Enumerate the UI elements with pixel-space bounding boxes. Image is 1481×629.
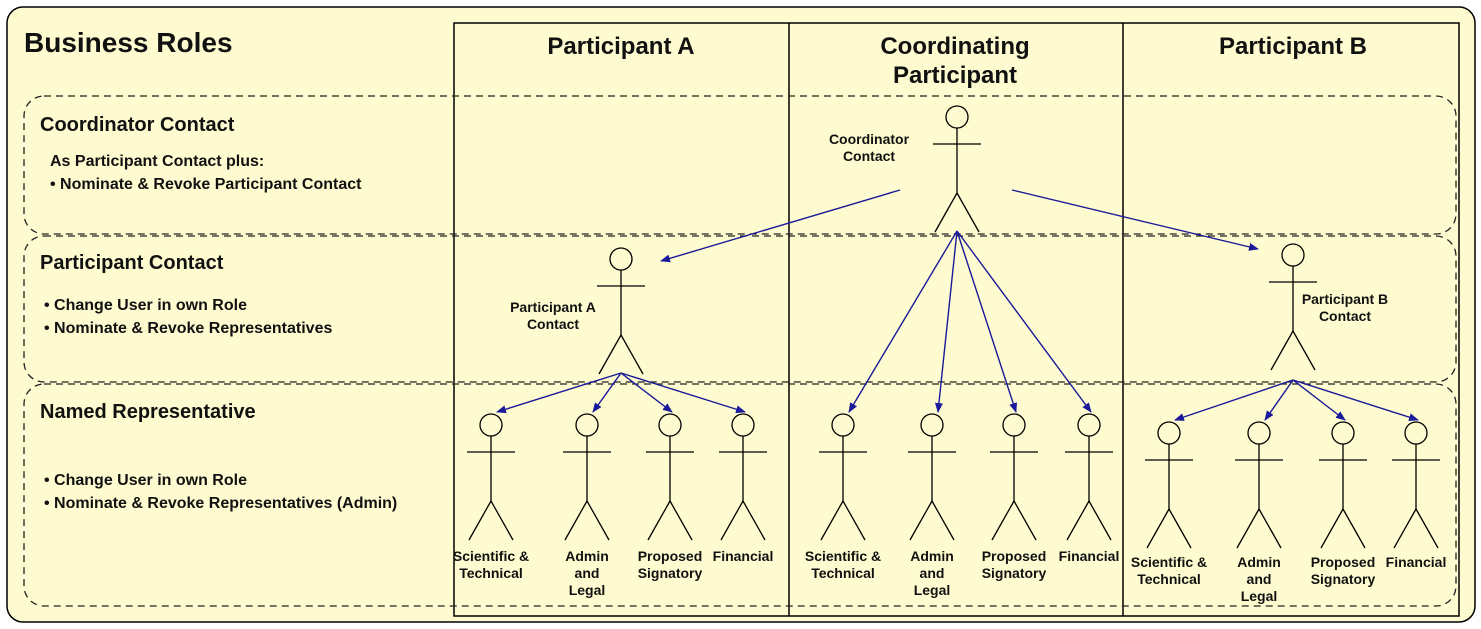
band-participant-contact bbox=[23, 235, 1457, 383]
actor-coord-financial bbox=[1065, 413, 1113, 541]
actor-b-scientific-technical bbox=[1145, 421, 1193, 549]
actor-a-proposed-signatory bbox=[646, 413, 694, 541]
role-bands bbox=[23, 95, 1457, 607]
actor-coord-proposed-signatory bbox=[990, 413, 1038, 541]
diagram-panel bbox=[6, 6, 1476, 623]
arrow-to-a-financial bbox=[620, 372, 746, 414]
actor-a-admin-legal bbox=[563, 413, 611, 541]
band-desc-line: As Participant Contact plus: bbox=[50, 153, 264, 170]
arrow-to-b-scientific-technical bbox=[1174, 379, 1294, 421]
band-desc-line: • Nominate & Revoke Participant Contact bbox=[50, 176, 362, 193]
actor-participant-a-contact bbox=[597, 247, 645, 375]
actor-label-b-scientific-technical: Scientific &Technical bbox=[1131, 554, 1207, 587]
arrow-to-coord-financial bbox=[956, 230, 1092, 413]
actor-a-scientific-technical bbox=[467, 413, 515, 541]
band-desc-line: • Change User in own Role bbox=[44, 472, 247, 489]
arrow-to-coord-scientific-technical bbox=[848, 230, 958, 413]
arrow-to-b-proposed-signatory bbox=[1292, 379, 1346, 421]
arrow-coordinator-to-participant-a bbox=[660, 189, 901, 263]
column-grid bbox=[453, 22, 1460, 617]
band-label-coordinator-contact: Coordinator Contact bbox=[40, 114, 235, 136]
band-label-participant-contact: Participant Contact bbox=[40, 252, 224, 274]
actor-label-coord-financial: Financial bbox=[1059, 548, 1120, 564]
actor-label-a-financial: Financial bbox=[713, 548, 774, 564]
actor-b-financial bbox=[1392, 421, 1440, 549]
band-coordinator-contact bbox=[23, 95, 1457, 235]
band-label-named-representative: Named Representative bbox=[40, 401, 256, 423]
actor-b-proposed-signatory bbox=[1319, 421, 1367, 549]
arrow-coordinator-to-participant-b bbox=[1011, 189, 1259, 251]
arrow-to-coord-admin-legal bbox=[934, 230, 958, 413]
actor-label-b-financial: Financial bbox=[1386, 554, 1447, 570]
arrow-to-a-proposed-signatory bbox=[620, 372, 673, 413]
band-desc-line: • Nominate & Revoke Representatives (Adm… bbox=[44, 495, 397, 512]
band-named-representative bbox=[23, 383, 1457, 607]
actor-label-coord-scientific-technical: Scientific &Technical bbox=[805, 548, 881, 581]
actor-label-a-scientific-technical: Scientific &Technical bbox=[453, 548, 529, 581]
column-header-participant-b: Participant B bbox=[1219, 33, 1367, 60]
arrow-to-b-financial bbox=[1292, 379, 1419, 422]
band-desc-line: • Change User in own Role bbox=[44, 297, 247, 314]
diagram-title: Business Roles bbox=[24, 27, 233, 58]
band-desc-line: • Nominate & Revoke Representatives bbox=[44, 320, 332, 337]
actor-b-admin-legal bbox=[1235, 421, 1283, 549]
actor-participant-b-contact bbox=[1269, 243, 1317, 371]
arrow-to-b-admin-legal bbox=[1264, 379, 1294, 421]
arrows-layer bbox=[496, 189, 1419, 422]
actor-coordinator-contact bbox=[933, 105, 981, 233]
actor-coord-admin-legal bbox=[908, 413, 956, 541]
arrow-to-a-scientific-technical bbox=[496, 372, 622, 414]
actor-coord-scientific-technical bbox=[819, 413, 867, 541]
arrow-to-coord-proposed-signatory bbox=[956, 230, 1018, 413]
column-header-participant-a: Participant A bbox=[547, 33, 694, 60]
actor-a-financial bbox=[719, 413, 767, 541]
arrow-to-a-admin-legal bbox=[592, 372, 622, 413]
